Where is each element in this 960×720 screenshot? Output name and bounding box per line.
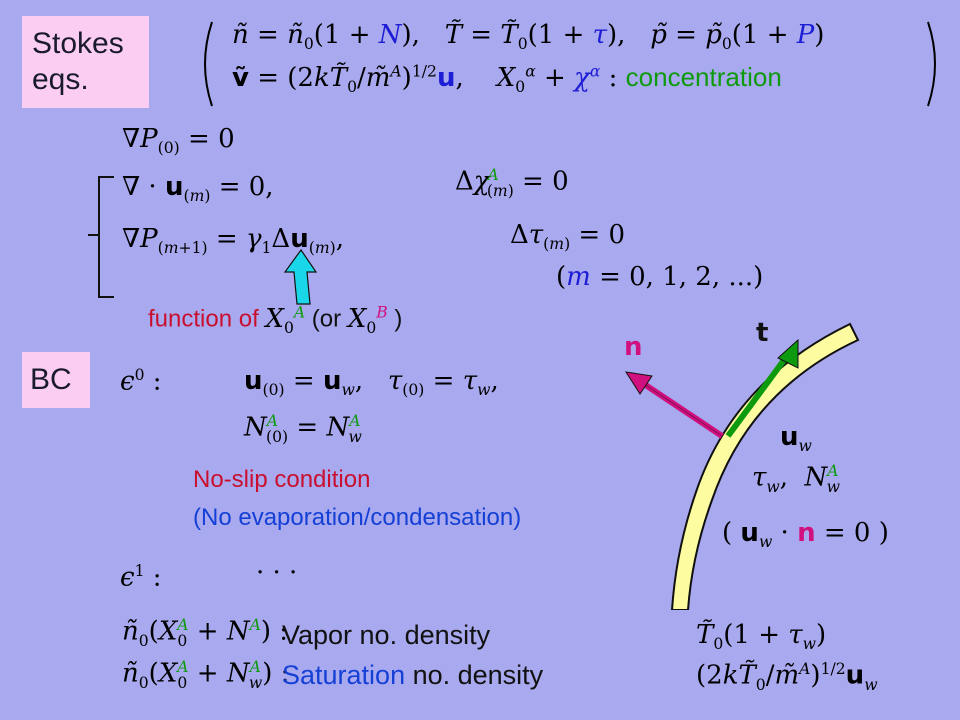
continuity-eq: ∇ · u(m) = 0, [122, 172, 274, 206]
definition-parens [204, 21, 936, 107]
saturation-density-expr: ñ0(X0A + NAw) : [122, 658, 290, 692]
concentration-label: concentration [625, 62, 782, 92]
m-range: (m = 0, 1, 2, ...) [556, 262, 764, 292]
saturation-density-note: Saturation no. density [282, 660, 543, 691]
tangent-vector-label: t [756, 318, 768, 348]
m-range-text: = 0, 1, 2, ...) [599, 262, 764, 292]
bc-velocity-eq: u(0) = uw, τ(0) = τw, [244, 366, 499, 400]
wall-band-shape [670, 322, 860, 610]
left-paren-shape [204, 21, 213, 107]
definition-line-1: ñ = ñ0(1 + N), T̃ = T̃0(1 + τ), p̃ = p̃0… [232, 20, 825, 54]
wall-temp-density-label: τw, NAw [752, 462, 840, 496]
normal-label-text: n [624, 332, 643, 362]
impermeability-condition: ( uw · n = 0 ) [722, 518, 889, 552]
gamma-pointer-arrow [283, 248, 318, 305]
saturation-word: Saturation [282, 660, 406, 690]
brace-tick [88, 234, 98, 236]
stokes-label-line2: eqs. [32, 63, 89, 96]
vapor-density-note: Vapor no. density [282, 620, 491, 650]
bc-label: BC [22, 352, 90, 408]
wall-temperature-expr: T̃0(1 + τw) [696, 620, 827, 654]
or-close-text: ) [394, 305, 403, 333]
temperature-laplace-eq: Δτ(m) = 0 [510, 220, 626, 254]
epsilon-zero-label: ϵ0 : [120, 366, 162, 397]
wall-velocity-expr: (2kT̃0/m̃A)1/2uw [696, 660, 878, 694]
momentum-eq: ∇P(m+1) = γ1Δu(m), [122, 224, 344, 258]
tangent-label-text: t [756, 318, 769, 348]
definition-line-2: ṽ = (2kT̃0/m̃A)1/2u, X0α + χα : concentr… [232, 62, 782, 97]
bc-density-eq: NA(0) = NAw [244, 412, 362, 446]
normal-vector-line [636, 377, 724, 439]
epsilon-one-label: ϵ1 : [120, 562, 162, 593]
vapor-density-expr: ñ0(X0A + NA) : [122, 616, 289, 650]
saturation-rest: no. density [405, 660, 544, 690]
normal-vector-label: n [624, 332, 643, 362]
bc-label-text: BC [30, 363, 72, 396]
tangent-vector-head [777, 338, 799, 369]
or-open-text: (or [311, 305, 342, 333]
wall-diagram [624, 322, 860, 610]
tangent-vector-line [725, 350, 793, 438]
concentration-laplace-eq: ΔχA(m) = 0 [455, 166, 569, 200]
normal-vector-head [624, 371, 653, 395]
cyan-arrow-shape [283, 248, 318, 305]
pressure-zero-eq: ∇P(0) = 0 [122, 124, 235, 158]
stokes-label-line1: Stokes [32, 27, 124, 60]
stokes-label: Stokes eqs. [22, 16, 149, 108]
stokes-system-brace [98, 176, 114, 298]
function-of-text: function of [148, 305, 259, 333]
epsilon-one-dots: · · · [256, 558, 298, 588]
function-of-note: function of X0A (or X0B ) [148, 303, 403, 337]
no-evap-note: (No evaporation/condensation) [193, 504, 522, 531]
wall-velocity-label: uw [780, 422, 812, 456]
right-paren-shape [927, 21, 936, 107]
no-slip-note: No-slip condition [193, 466, 371, 493]
